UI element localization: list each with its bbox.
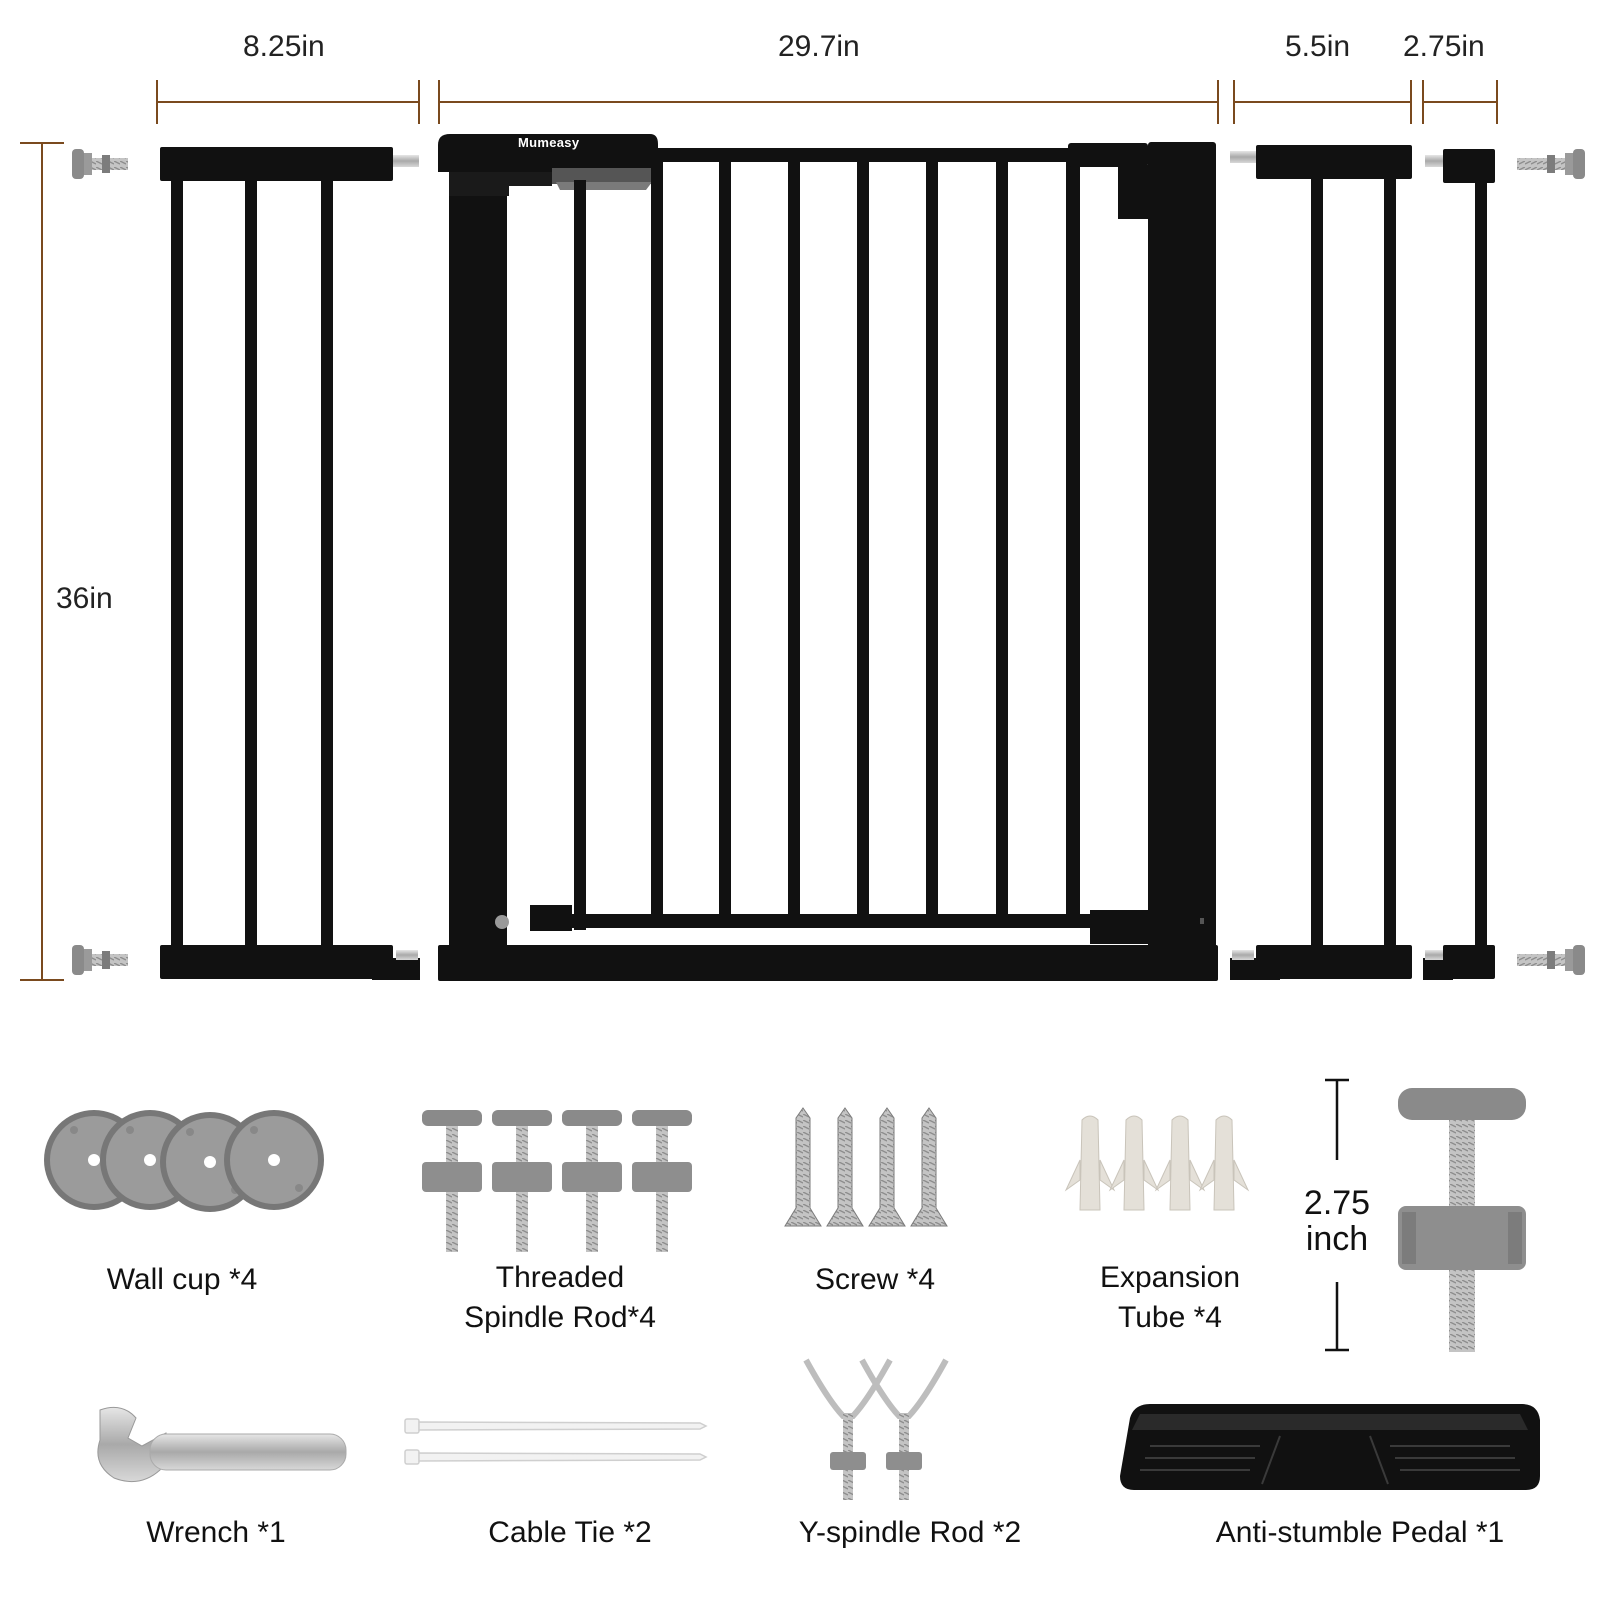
anti-stumble-pedal-graphic (1120, 1404, 1540, 1490)
label-wall-cup: Wall cup *4 (106, 1263, 258, 1296)
extension-panel-mid (1230, 145, 1412, 980)
label-expansion-tube: Expansion Tube *4 (1060, 1258, 1280, 1338)
label-screw: Screw *4 (814, 1263, 936, 1296)
main-gate (438, 134, 1218, 981)
label-spindle-length-value: 2.75 (1303, 1184, 1371, 1222)
extension-panel-small (1423, 149, 1495, 980)
screws-graphic (784, 1107, 948, 1227)
dimension-label-mid-panel: 5.5in (1285, 30, 1351, 63)
label-expansion-line2: Tube *4 (1118, 1301, 1222, 1334)
gate-wall-spindles (72, 149, 1585, 975)
dimension-label-gate: 29.7in (778, 30, 860, 63)
label-y-spindle-rod: Y-spindle Rod *2 (798, 1516, 1022, 1549)
cable-ties-graphic (404, 1418, 708, 1465)
label-threaded-line1: Threaded (495, 1261, 625, 1294)
dimension-label-height: 36in (56, 582, 113, 615)
label-threaded-spindle-rod: Threaded Spindle Rod*4 (420, 1258, 700, 1338)
label-anti-stumble-pedal: Anti-stumble Pedal *1 (1215, 1516, 1505, 1549)
label-cable-tie: Cable Tie *2 (488, 1516, 652, 1549)
large-spindle-graphic (1398, 1088, 1526, 1352)
spindle-length-marker (1325, 1078, 1349, 1352)
expansion-tubes-graphic (1064, 1115, 1250, 1211)
threaded-spindle-rods-graphic (422, 1110, 692, 1252)
wall-cups-graphic (44, 1110, 324, 1212)
label-wrench: Wrench *1 (146, 1516, 286, 1549)
dimension-label-small-panel: 2.75in (1403, 30, 1485, 63)
extension-panel-left (160, 147, 420, 980)
dimension-lines (20, 80, 1498, 981)
label-spindle-length-unit: inch (1305, 1220, 1369, 1258)
label-expansion-line1: Expansion (1099, 1261, 1241, 1294)
label-threaded-line2: Spindle Rod*4 (464, 1301, 656, 1334)
label-spindle-length: 2.75 inch (1295, 1185, 1379, 1257)
wrench-graphic (97, 1406, 347, 1483)
y-spindle-rods-graphic (803, 1358, 949, 1500)
dimension-label-left-panel: 8.25in (243, 30, 325, 63)
brand-logo: Mumeasy (518, 135, 580, 150)
